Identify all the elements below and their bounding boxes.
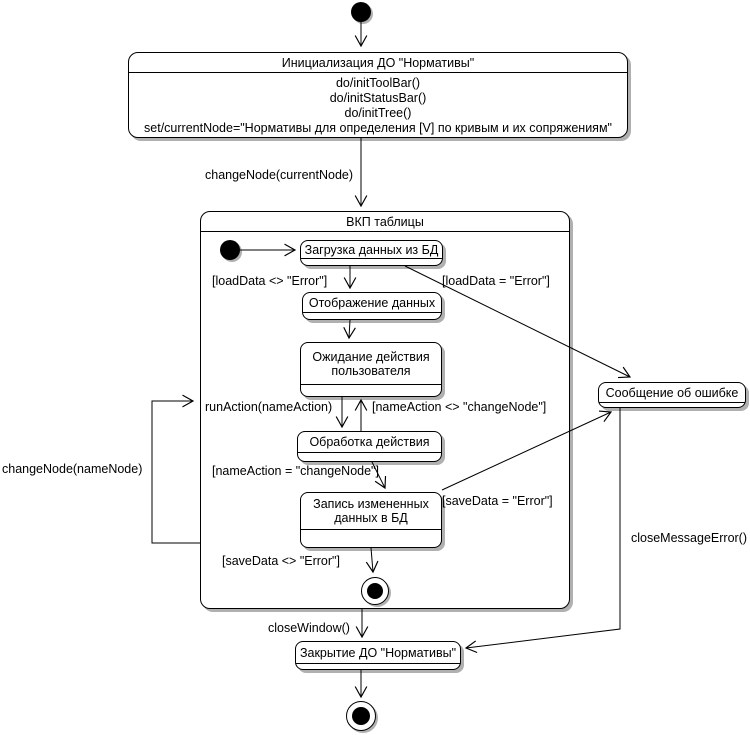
label-nameaction-not-changenode: [nameAction <> "changeNode"]	[372, 400, 547, 414]
state-save-line1: Запись измененных	[313, 497, 429, 511]
final-state	[346, 701, 376, 731]
state-error-message: Сообщение об ошибке	[598, 382, 746, 408]
state-save-data-compartment	[301, 529, 441, 547]
state-vkp-table-title: ВКП таблицы	[201, 212, 569, 232]
label-loaddata-error: [loadData = "Error"]	[442, 274, 550, 288]
state-init-do: Инициализация ДО "Нормативы" do/initTool…	[128, 52, 628, 138]
state-display-data-title: Отображение данных	[308, 295, 436, 310]
label-nameaction-changenode: [nameAction = "changeNode"]	[212, 464, 379, 478]
label-close-window: closeWindow()	[268, 621, 350, 635]
state-display-data-compartment	[303, 312, 441, 319]
state-close-do: Закрытие ДО "Нормативы"	[295, 641, 461, 670]
state-load-data-compartment	[301, 258, 442, 265]
state-save-data: Запись измененных данных в БД	[300, 492, 442, 548]
state-display-data: Отображение данных	[302, 292, 442, 320]
label-run-action: runAction(nameAction)	[205, 400, 333, 414]
state-load-data: Загрузка данных из БД	[300, 240, 443, 266]
label-change-node-current: changeNode(currentNode)	[205, 168, 354, 182]
state-vkp-table-body	[201, 232, 569, 608]
inner-initial-state-dot	[220, 240, 240, 260]
state-wait-line2: пользователя	[331, 363, 411, 378]
initial-state-dot	[351, 2, 371, 22]
state-wait-user-action: Ожидание действия пользователя	[300, 342, 442, 397]
state-wait-user-action-compartment	[301, 384, 441, 396]
action-set-currentnode: set/currentNode="Нормативы для определен…	[144, 121, 612, 135]
state-close-do-compartment	[296, 663, 460, 669]
action-init-toolbar: do/initToolBar()	[335, 76, 421, 90]
state-init-do-title: Инициализация ДО "Нормативы"	[129, 53, 627, 73]
transition-vkp-self-loop	[151, 394, 200, 544]
final-state-dot	[352, 707, 370, 725]
label-savedata-ok: [saveData <> "Error"]	[222, 554, 340, 568]
inner-final-state-dot	[367, 583, 383, 599]
action-init-tree: do/initTree()	[344, 106, 412, 120]
state-process-action: Обработка действия	[297, 431, 442, 462]
state-process-action-title: Обработка действия	[309, 435, 430, 449]
state-save-line2: данных в БД	[334, 511, 408, 525]
action-init-statusbar: do/initStatusBar()	[329, 91, 427, 105]
state-process-action-compartment	[298, 452, 441, 461]
inner-final-state	[361, 577, 389, 605]
label-close-message-error: closeMessageError()	[631, 531, 748, 545]
state-init-do-actions: do/initToolBar() do/initStatusBar() do/i…	[129, 73, 627, 136]
state-error-message-compartment	[599, 402, 745, 407]
state-close-do-title: Закрытие ДО "Нормативы"	[299, 645, 457, 660]
label-change-node-name: changeNode(nameNode)	[2, 462, 143, 476]
state-save-data-title: Запись измененных данных в БД	[301, 493, 441, 529]
label-savedata-error: [saveData = "Error"]	[442, 494, 553, 508]
state-error-message-title: Сообщение об ошибке	[605, 385, 739, 400]
state-wait-line1: Ожидание действия	[312, 349, 430, 364]
state-load-data-title: Загрузка данных из БД	[304, 242, 439, 257]
state-wait-user-action-title: Ожидание действия пользователя	[301, 343, 441, 384]
label-loaddata-ok: [loadData <> "Error"]	[212, 274, 328, 288]
